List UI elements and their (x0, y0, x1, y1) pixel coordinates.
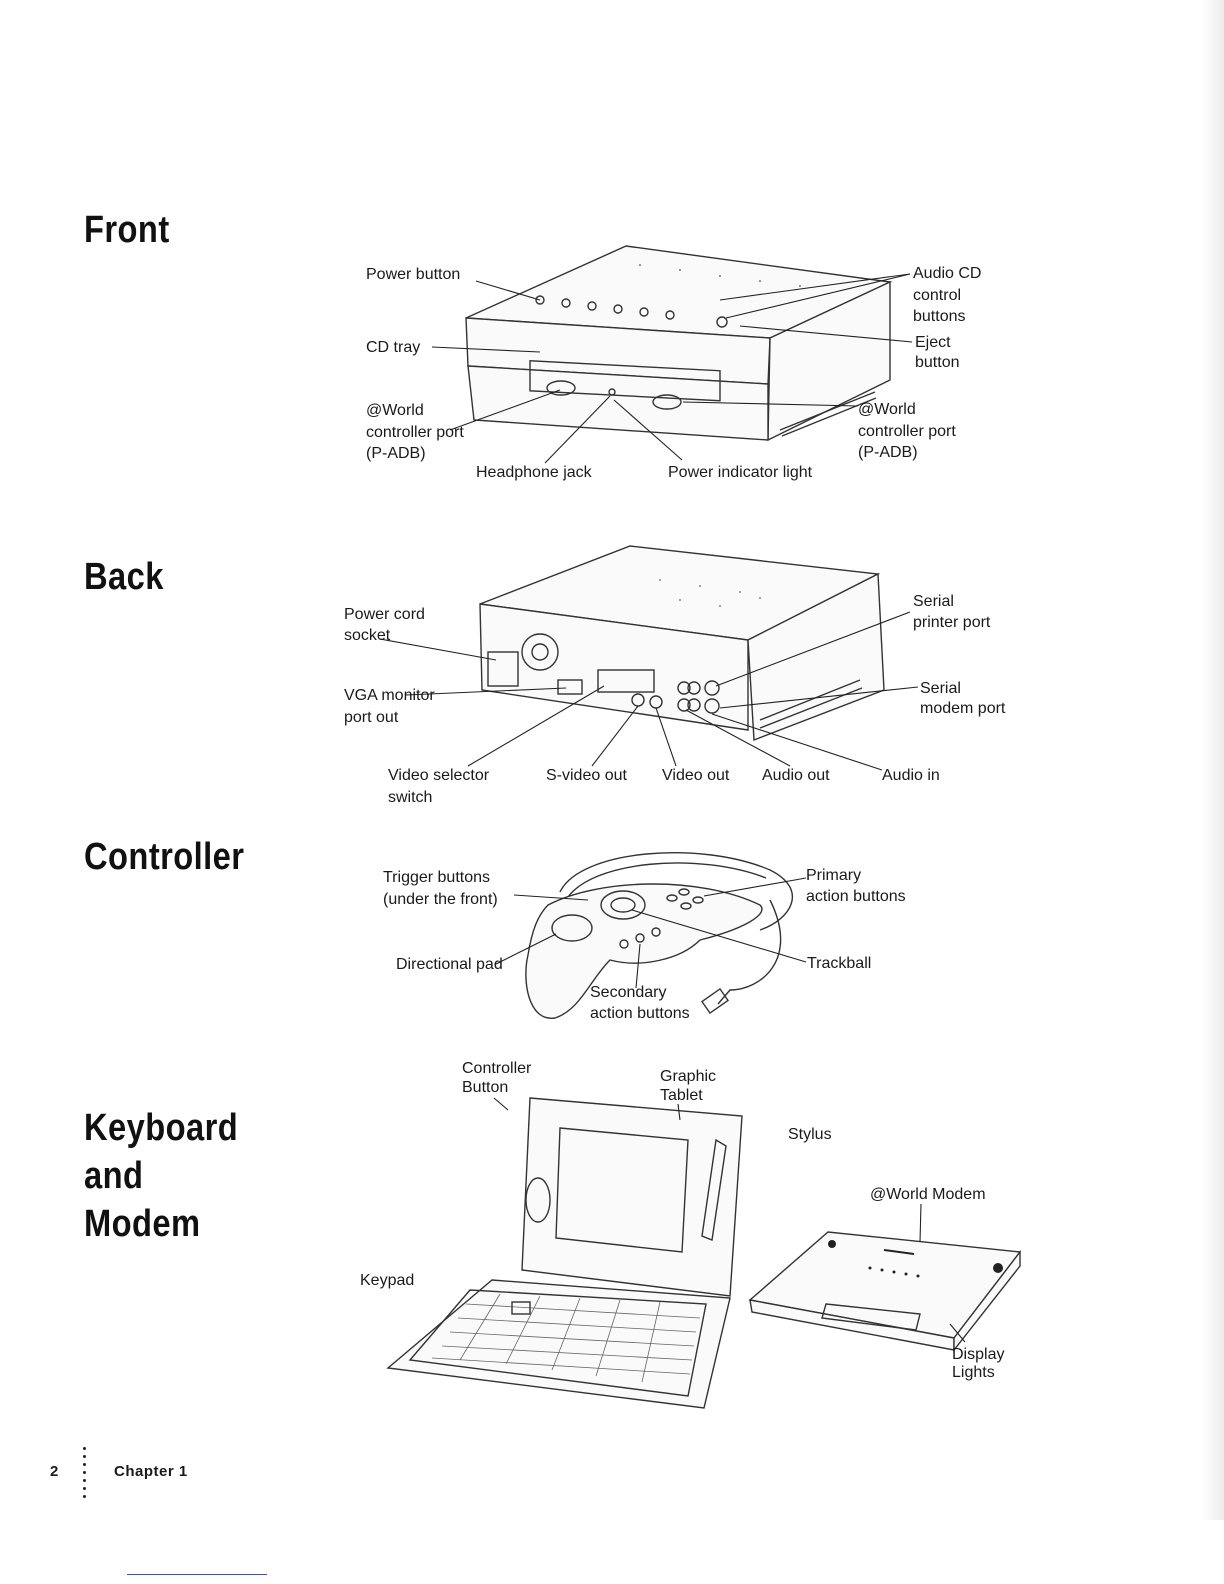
label-power-cord-2: socket (344, 627, 391, 644)
modem-illustration (748, 1231, 1022, 1353)
heading-front: Front (84, 209, 170, 251)
controller-illustration (525, 852, 793, 1019)
page-bottom-margin (0, 1520, 1224, 1584)
bottom-rule-line (127, 1574, 267, 1575)
label-audio-cd-2: control (913, 287, 961, 304)
label-audio-out: Audio out (762, 767, 830, 784)
label-display-lights-2: Lights (952, 1364, 995, 1381)
label-audio-cd-3: buttons (913, 308, 965, 325)
keyboard-leader-lines (493, 1097, 966, 1343)
heading-back: Back (84, 556, 164, 598)
back-console-illustration (479, 545, 885, 741)
label-eject-2: button (915, 354, 959, 371)
footer-dotted-divider (82, 1447, 88, 1503)
front-console-illustration (465, 245, 893, 442)
heading-keyboard: Keyboard and Modem (84, 1104, 238, 1248)
keyboard-labels: Controller Button Graphic Tablet Stylus … (360, 1060, 1004, 1381)
label-graphic-tablet-2: Tablet (660, 1087, 703, 1104)
front-labels: Power button Audio CD control buttons CD… (366, 265, 981, 481)
label-port-right-2: controller port (858, 423, 956, 440)
chapter-label: Chapter 1 (114, 1463, 188, 1480)
label-serial-printer-2: printer port (913, 614, 991, 631)
label-video-selector-1: Video selector (388, 767, 490, 784)
keyboard-illustration (386, 1097, 743, 1409)
label-world-modem: @World Modem (870, 1186, 986, 1203)
label-port-left-2: controller port (366, 424, 464, 441)
label-graphic-tablet-1: Graphic (660, 1068, 716, 1085)
label-primary-1: Primary (806, 867, 861, 884)
label-secondary-1: Secondary (590, 984, 667, 1001)
label-vga-1: VGA monitor (344, 687, 435, 704)
label-controller-button-2: Button (462, 1079, 508, 1096)
label-svideo-out: S-video out (546, 767, 627, 784)
label-serial-printer-1: Serial (913, 593, 954, 610)
label-headphone-jack: Headphone jack (476, 464, 593, 481)
label-trigger-1: Trigger buttons (383, 869, 490, 886)
label-cd-tray: CD tray (366, 339, 420, 356)
label-secondary-2: action buttons (590, 1005, 690, 1022)
label-eject-1: Eject (915, 334, 951, 351)
label-controller-button-1: Controller (462, 1060, 532, 1077)
back-leader-lines (379, 611, 919, 771)
hardware-diagrams: Power button Audio CD control buttons CD… (344, 245, 1022, 1409)
label-serial-modem-2: modem port (920, 700, 1006, 717)
back-labels: Power cord socket Serial printer port VG… (344, 593, 1006, 806)
controller-leader-lines (495, 877, 807, 989)
label-video-out: Video out (662, 767, 730, 784)
label-directional-pad: Directional pad (396, 956, 503, 973)
label-audio-in: Audio in (882, 767, 940, 784)
label-power-button: Power button (366, 266, 460, 283)
label-stylus: Stylus (788, 1126, 832, 1143)
label-keypad: Keypad (360, 1272, 414, 1289)
page-number: 2 (50, 1463, 59, 1480)
heading-keyboard-line3: Modem (84, 1203, 201, 1245)
heading-keyboard-line2: and (84, 1155, 144, 1197)
label-trackball: Trackball (807, 955, 871, 972)
heading-keyboard-line1: Keyboard (84, 1107, 239, 1149)
label-port-left-3: (P-ADB) (366, 445, 426, 462)
label-audio-cd-1: Audio CD (913, 265, 981, 282)
front-leader-lines (431, 273, 913, 464)
label-vga-2: port out (344, 709, 399, 726)
label-trigger-2: (under the front) (383, 891, 498, 908)
controller-labels: Trigger buttons (under the front) Primar… (383, 867, 906, 1022)
label-port-left-1: @World (366, 402, 424, 419)
page-edge-shadow (1202, 0, 1224, 1520)
label-power-cord-1: Power cord (344, 606, 425, 623)
label-port-right-1: @World (858, 401, 916, 418)
label-display-lights-1: Display (952, 1346, 1004, 1363)
label-serial-modem-1: Serial (920, 680, 961, 697)
label-video-selector-2: switch (388, 789, 432, 806)
label-port-right-3: (P-ADB) (858, 444, 918, 461)
label-power-indicator: Power indicator light (668, 464, 813, 481)
heading-controller: Controller (84, 836, 245, 878)
label-primary-2: action buttons (806, 888, 906, 905)
